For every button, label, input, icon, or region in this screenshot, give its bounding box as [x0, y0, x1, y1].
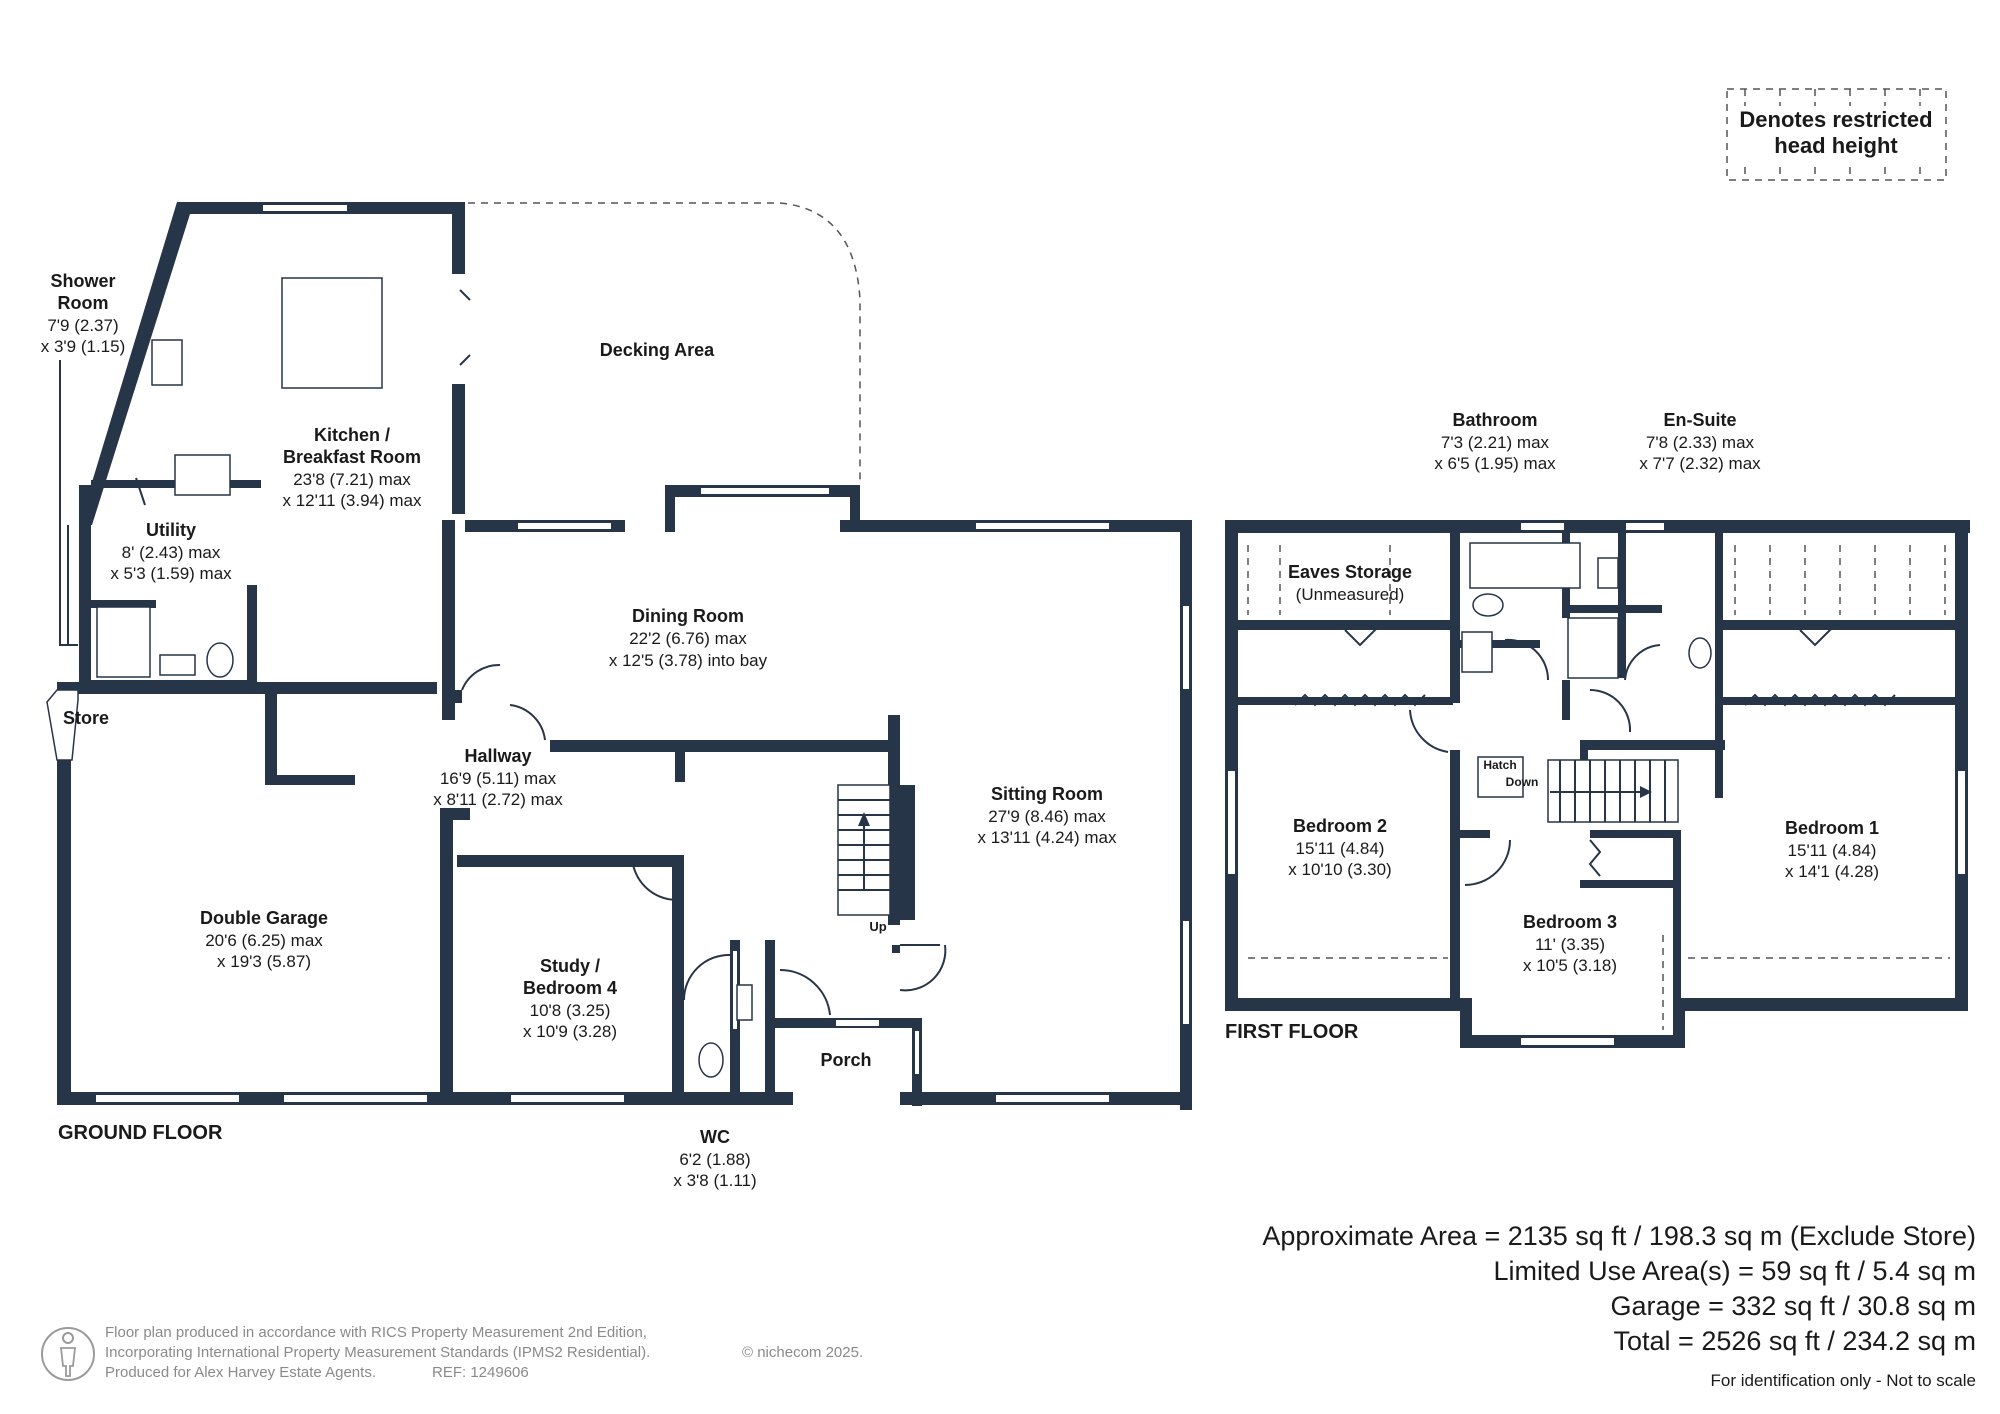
bedroom1-dim-2: x 14'1 (4.28): [1785, 862, 1879, 881]
stairs-up-label: Up: [869, 919, 886, 934]
hallway-name: Hallway: [464, 746, 531, 766]
wc-dim-2: x 3'8 (1.11): [673, 1171, 756, 1190]
ensuite-basin-icon: [1597, 557, 1619, 589]
bedroom2-dim-2: x 10'10 (3.30): [1288, 860, 1391, 879]
restricted-height-legend: Denotes restricted head height: [1726, 88, 1947, 181]
sitting-name: Sitting Room: [991, 784, 1103, 804]
footer-line-2: Incorporating International Property Mea…: [105, 1344, 650, 1361]
total-area: Total = 2526 sq ft / 234.2 sq m: [1614, 1326, 1976, 1356]
person-icon: [41, 1327, 95, 1381]
shower-room-name-1: Shower: [50, 271, 115, 291]
footer-brand: © nichecom 2025.: [742, 1344, 863, 1361]
bedroom2-dim-1: 15'11 (4.84): [1296, 839, 1385, 858]
dining-name: Dining Room: [632, 606, 744, 626]
ground-floor-title: GROUND FLOOR: [58, 1122, 223, 1144]
study-name-2: Bedroom 4: [523, 978, 617, 998]
first-floor-fixtures: [1247, 542, 1950, 1030]
first-floor-labels: Bathroom 7'3 (2.21) max x 6'5 (1.95) max…: [1225, 410, 1879, 1043]
dining-dim-2: x 12'5 (3.78) into bay: [609, 651, 768, 670]
ensuite-toilet-icon: [1688, 637, 1712, 669]
bedroom1-dim-1: 15'11 (4.84): [1788, 841, 1877, 860]
legend-line-2: head height: [1774, 133, 1898, 158]
garage-name: Double Garage: [200, 908, 328, 928]
hatch-label: Hatch: [1483, 758, 1516, 772]
loft-hatch: [1477, 756, 1524, 798]
shower-room-name-2: Room: [58, 293, 109, 313]
wc-dim-1: 6'2 (1.88): [679, 1150, 750, 1169]
bathroom-dim-1: 7'3 (2.21) max: [1441, 433, 1550, 452]
hallway-dim-2: x 8'11 (2.72) max: [433, 790, 563, 809]
study-dim-2: x 10'9 (3.28): [523, 1022, 617, 1041]
ensuite-dim-1: 7'8 (2.33) max: [1646, 433, 1755, 452]
ensuite-name: En-Suite: [1663, 410, 1736, 430]
ground-floor-walls: [57, 202, 1192, 1110]
porch-name: Porch: [820, 1050, 871, 1070]
first-floor-title: FIRST FLOOR: [1225, 1021, 1359, 1043]
utility-name: Utility: [146, 520, 196, 540]
garage-dim-2: x 19'3 (5.87): [217, 952, 311, 971]
sitting-dim-1: 27'9 (8.46) max: [988, 807, 1106, 826]
shower-room-dim-1: 7'9 (2.37): [47, 316, 118, 335]
ground-floor-fixtures: [46, 202, 947, 1078]
ensuite-dim-2: x 7'7 (2.32) max: [1639, 454, 1761, 473]
kitchen-name-2: Breakfast Room: [283, 447, 421, 467]
footer-line-1: Floor plan produced in accordance with R…: [105, 1324, 647, 1341]
study-dim-1: 10'8 (3.25): [530, 1001, 611, 1020]
ground-stairs: [837, 784, 891, 916]
area-summary: Approximate Area = 2135 sq ft / 198.3 sq…: [1262, 1221, 1976, 1390]
shower-tray-icon: [96, 606, 151, 678]
utility-dim-1: 8' (2.43) max: [122, 543, 221, 562]
bedroom1-name: Bedroom 1: [1785, 818, 1879, 838]
eaves-name: Eaves Storage: [1288, 562, 1412, 582]
bath-icon: [1469, 542, 1581, 589]
ground-floor-labels: Shower Room 7'9 (2.37) x 3'9 (1.15) Kitc…: [41, 271, 1117, 1190]
ensuite-shower-icon: [1567, 617, 1619, 679]
kitchen-dim-1: 23'8 (7.21) max: [293, 470, 411, 489]
utility-dim-2: x 5'3 (1.59) max: [110, 564, 232, 583]
wc-basin-icon: [736, 984, 753, 1021]
garage-dim-1: 20'6 (6.25) max: [205, 931, 323, 950]
scale-note: For identification only - Not to scale: [1710, 1371, 1976, 1390]
wc-name: WC: [700, 1127, 730, 1147]
kitchen-island: [281, 277, 383, 389]
kitchen-name-1: Kitchen /: [314, 425, 390, 445]
decking-name: Decking Area: [600, 340, 715, 360]
bedroom3-name: Bedroom 3: [1523, 912, 1617, 932]
bathroom-dim-2: x 6'5 (1.95) max: [1434, 454, 1556, 473]
approx-area: Approximate Area = 2135 sq ft / 198.3 sq…: [1262, 1221, 1976, 1251]
eaves-note: (Unmeasured): [1296, 585, 1405, 604]
garage-area: Garage = 332 sq ft / 30.8 sq m: [1611, 1291, 1976, 1321]
footer-line-3: Produced for Alex Harvey Estate Agents.: [105, 1364, 376, 1381]
bathroom-name: Bathroom: [1453, 410, 1538, 430]
down-label: Down: [1506, 775, 1539, 789]
basin-icon: [159, 654, 196, 676]
hob-icon: [151, 339, 183, 386]
footer: Floor plan produced in accordance with R…: [41, 1324, 863, 1381]
wc-toilet-icon: [698, 1042, 724, 1078]
bedroom3-dim-1: 11' (3.35): [1535, 935, 1605, 954]
sitting-dim-2: x 13'11 (4.24) max: [978, 828, 1117, 847]
dining-dim-1: 22'2 (6.76) max: [629, 629, 747, 648]
bedroom2-name: Bedroom 2: [1293, 816, 1387, 836]
shower-room-dim-2: x 3'9 (1.15): [41, 337, 126, 356]
bathroom-basin-icon: [1461, 631, 1493, 673]
kitchen-dim-2: x 12'11 (3.94) max: [283, 491, 422, 510]
limited-area: Limited Use Area(s) = 59 sq ft / 5.4 sq …: [1494, 1256, 1976, 1286]
first-floor-stairs: [1547, 759, 1679, 823]
store-name: Store: [63, 708, 109, 728]
study-name-1: Study /: [540, 956, 600, 976]
footer-ref: REF: 1249606: [432, 1364, 529, 1381]
legend-line-1: Denotes restricted: [1739, 107, 1932, 132]
toilet-icon: [206, 642, 234, 678]
sink-icon: [174, 454, 231, 496]
bedroom3-dim-2: x 10'5 (3.18): [1523, 956, 1617, 975]
bathroom-toilet-icon: [1472, 593, 1504, 617]
hallway-dim-1: 16'9 (5.11) max: [440, 769, 557, 788]
